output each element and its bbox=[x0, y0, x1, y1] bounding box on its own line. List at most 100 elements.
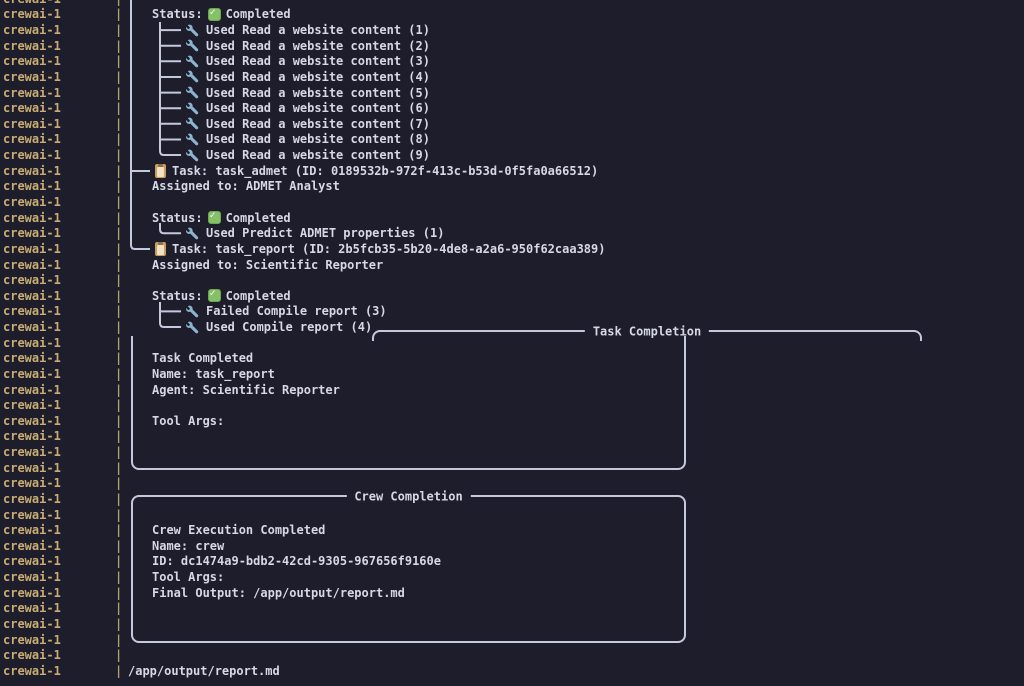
status-value: Completed bbox=[225, 210, 291, 225]
gutter-row: crewai-1| bbox=[0, 272, 130, 288]
tool-label: Failed Compile report (3) bbox=[206, 304, 387, 319]
tool-label: Used Read a website content (2) bbox=[206, 38, 430, 53]
log-separator: | bbox=[115, 413, 123, 428]
gutter-row: crewai-1 | bbox=[0, 663, 130, 679]
gutter-row: crewai-1| bbox=[0, 54, 130, 70]
wrench-icon bbox=[186, 71, 199, 83]
service-label: crewai-1 bbox=[3, 351, 61, 366]
log-separator: | bbox=[115, 116, 123, 131]
gutter-row: crewai-1| bbox=[0, 507, 130, 523]
tool-row: Used Read a website content (1) bbox=[186, 22, 430, 38]
log-separator: | bbox=[115, 7, 123, 22]
log-separator: | bbox=[115, 617, 123, 631]
status-row: Status: Completed bbox=[152, 7, 291, 23]
tool-row: Used Predict ADMET properties (1) bbox=[186, 225, 444, 241]
task-completion-panel bbox=[131, 336, 686, 470]
assigned-to: Assigned to: Scientific Reporter bbox=[152, 257, 384, 272]
wrench-icon bbox=[186, 305, 199, 318]
service-label: crewai-1 bbox=[3, 69, 61, 84]
log-separator: | bbox=[115, 54, 123, 69]
gutter-row: crewai-1| bbox=[0, 225, 130, 241]
log-separator: | bbox=[115, 210, 123, 225]
log-separator: | bbox=[115, 101, 123, 116]
log-separator: | bbox=[115, 195, 123, 209]
panel-title: Crew Completion bbox=[346, 489, 471, 504]
service-label: crewai-1 bbox=[3, 0, 61, 6]
service-label: crewai-1 bbox=[3, 195, 61, 209]
service-label: crewai-1 bbox=[3, 585, 61, 600]
log-separator: | bbox=[115, 491, 123, 506]
log-separator: | bbox=[115, 570, 123, 585]
log-separator: | bbox=[115, 554, 123, 569]
gutter-row: crewai-1 | bbox=[0, 7, 130, 23]
log-separator: | bbox=[115, 460, 123, 475]
gutter-row: crewai-1| bbox=[0, 569, 130, 585]
gutter-row: crewai-1 | bbox=[0, 413, 130, 429]
gutter-row: crewai-1 | bbox=[0, 163, 130, 179]
tool-row: Used Read a website content (7) bbox=[186, 116, 430, 132]
gutter-row: crewai-1 | bbox=[0, 444, 130, 460]
log-separator: | bbox=[115, 23, 123, 38]
tool-row: Failed Compile report (3) bbox=[186, 304, 387, 320]
log-separator: | bbox=[115, 648, 123, 663]
crew-completion-panel: Crew Completion bbox=[131, 489, 686, 643]
final-output-path: /app/output/report.md bbox=[128, 663, 280, 678]
gutter-row: crewai-1| bbox=[0, 304, 130, 320]
log-separator: | bbox=[115, 585, 123, 600]
tool-label: Used Read a website content (9) bbox=[206, 148, 430, 163]
service-label: crewai-1 bbox=[3, 7, 61, 22]
panel-title: Task Completion bbox=[584, 324, 710, 339]
gutter-row: crewai-1| bbox=[0, 522, 130, 538]
service-label: crewai-1 bbox=[3, 398, 61, 413]
gutter-row: crewai-1| bbox=[0, 257, 130, 273]
service-label: crewai-1 bbox=[3, 273, 61, 288]
log-separator: | bbox=[115, 632, 123, 647]
service-label: crewai-1 bbox=[3, 288, 61, 303]
log-separator: | bbox=[115, 398, 123, 413]
tool-row: Used Read a website content (2) bbox=[186, 38, 430, 54]
service-label: crewai-1 bbox=[3, 23, 61, 38]
task-title: Task: task_report (ID: 2b5fcb35-5b20-4de… bbox=[172, 241, 606, 256]
check-icon bbox=[207, 210, 221, 225]
gutter-row: crewai-1| bbox=[0, 538, 130, 554]
service-label: crewai-1 bbox=[3, 366, 61, 381]
service-label: crewai-1 bbox=[3, 413, 61, 428]
wrench-icon bbox=[186, 321, 199, 333]
panel-line: Name: task_report bbox=[152, 366, 275, 381]
panel-line: Agent: Scientific Reporter bbox=[152, 382, 340, 397]
clipboard-icon bbox=[155, 241, 166, 256]
log-separator: | bbox=[115, 476, 123, 491]
service-label: crewai-1 bbox=[3, 663, 61, 678]
log-separator: | bbox=[115, 351, 123, 366]
log-separator: | bbox=[115, 69, 123, 84]
gutter-row: crewai-1| bbox=[0, 132, 130, 148]
panel-line: Crew Execution Completed bbox=[152, 523, 326, 538]
gutter-row: crewai-1 | bbox=[0, 585, 130, 601]
log-separator: | bbox=[115, 445, 123, 460]
status-row: Status: Completed bbox=[152, 288, 291, 304]
service-label: crewai-1 bbox=[3, 163, 61, 178]
status-label: Status: bbox=[152, 288, 203, 303]
gutter-row: crewai-1| bbox=[0, 0, 130, 7]
log-separator: | bbox=[115, 663, 123, 678]
status-row: Status: Completed bbox=[152, 210, 291, 226]
panel-line: Final Output: /app/output/report.md bbox=[152, 585, 405, 600]
log-separator: | bbox=[115, 163, 123, 178]
wrench-icon bbox=[186, 39, 199, 52]
gutter-row: crewai-1| bbox=[0, 116, 130, 132]
tool-row: Used Read a website content (9) bbox=[186, 147, 430, 163]
panel-line: ID: dc1474a9-bdb2-42cd-9305-967656f9160e bbox=[152, 554, 441, 569]
panel-line: Tool Args: bbox=[152, 413, 225, 428]
log-separator: | bbox=[115, 335, 123, 350]
service-label: crewai-1 bbox=[3, 648, 61, 663]
assigned-to: Assigned to: ADMET Analyst bbox=[152, 179, 340, 194]
gutter-row: crewai-1| bbox=[0, 476, 130, 492]
gutter-row: crewai-1| bbox=[0, 335, 130, 351]
service-label: crewai-1 bbox=[3, 445, 61, 460]
tool-label: Used Read a website content (4) bbox=[206, 69, 430, 84]
log-separator: | bbox=[115, 38, 123, 53]
wrench-icon bbox=[186, 117, 199, 130]
service-label: crewai-1 bbox=[3, 132, 61, 147]
log-separator: | bbox=[115, 320, 123, 335]
